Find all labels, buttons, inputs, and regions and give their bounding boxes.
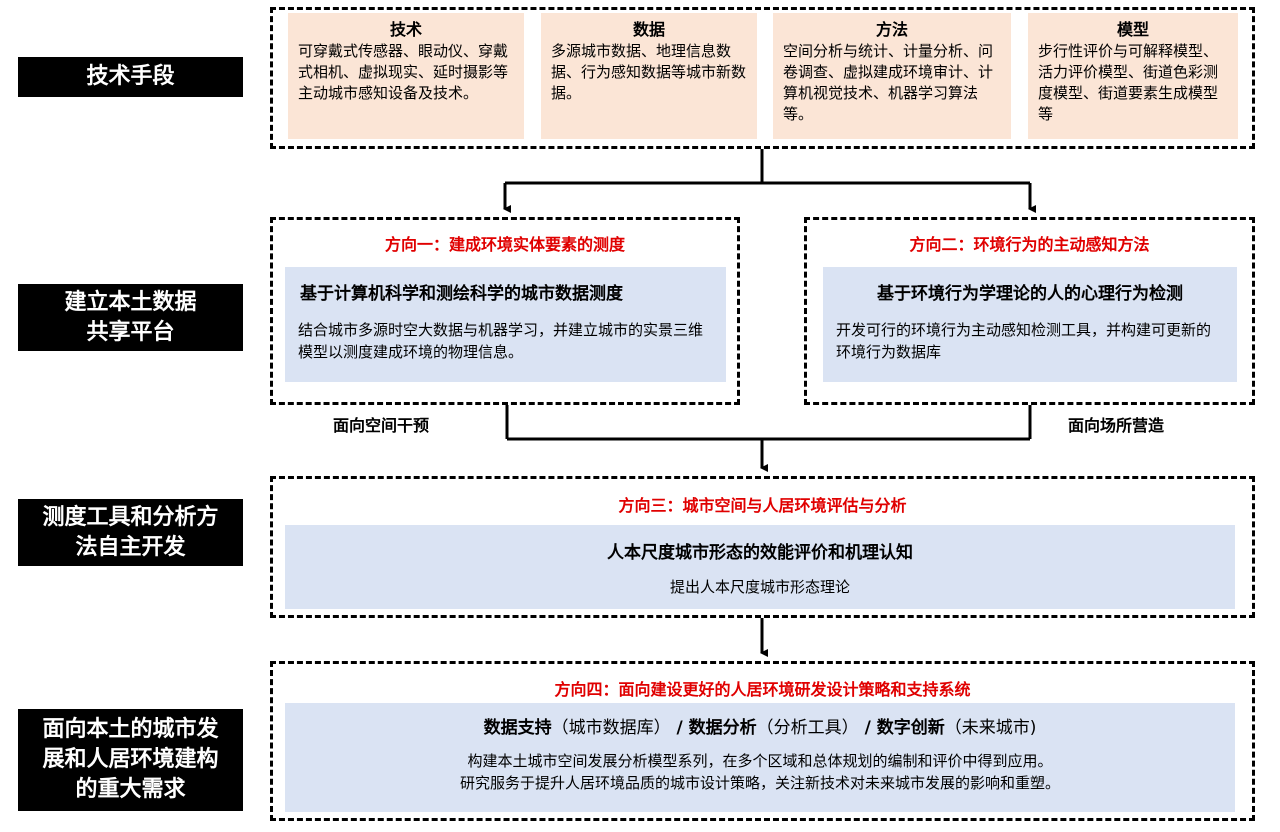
direction1-caption: 面向空间干预 bbox=[333, 416, 430, 435]
data-box: 数据 多源城市数据、地理信息数据、行为感知数据等城市新数据。 bbox=[541, 13, 757, 139]
label-tools-line1: 测度工具和分析方 bbox=[42, 504, 219, 530]
direction4-sep1: / bbox=[670, 718, 689, 738]
tech-means-container bbox=[270, 7, 1255, 149]
tech-box-title: 技术 bbox=[389, 20, 422, 39]
label-major-demand: 面向本土的城市发 展和人居环境建构 的重大需求 bbox=[18, 709, 243, 811]
method-box-desc: 空间分析与统计、计量分析、问卷调查、虚拟建成环境审计、计算机视觉技术、机器学习算… bbox=[783, 42, 994, 123]
direction3-panel: 人本尺度城市形态的效能评价和机理认知 提出人本尺度城市形态理论 bbox=[285, 525, 1235, 609]
direction4-data-support: 数据支持 bbox=[483, 718, 552, 738]
direction4-digital-innovation: 数字创新 bbox=[876, 718, 945, 738]
label-data-platform: 建立本土数据 共享平台 bbox=[18, 284, 243, 351]
direction4-desc2: 研究服务于提升人居环境品质的城市设计策略，关注新技术对未来城市发展的影响和重塑。 bbox=[459, 774, 1060, 792]
direction4-digital-innovation-note: （未来城市) bbox=[944, 718, 1037, 738]
label-tools-methods: 测度工具和分析方 法自主开发 bbox=[18, 499, 243, 566]
direction4-sep2: / bbox=[858, 718, 877, 738]
tech-box: 技术 可穿戴式传感器、眼动仪、穿戴式相机、虚拟现实、延时摄影等主动城市感知设备及… bbox=[288, 13, 524, 139]
direction3-subtitle: 人本尺度城市形态的效能评价和机理认知 bbox=[607, 543, 913, 563]
direction2-subtitle: 基于环境行为学理论的人的心理行为检测 bbox=[877, 284, 1183, 304]
direction4-title: 方向四：面向建设更好的人居环境研发设计策略和支持系统 bbox=[554, 680, 971, 699]
label-demand-line3: 的重大需求 bbox=[75, 776, 186, 802]
direction3-container bbox=[270, 476, 1255, 618]
data-box-desc: 多源城市数据、地理信息数据、行为感知数据等城市新数据。 bbox=[551, 42, 747, 102]
direction2-panel: 基于环境行为学理论的人的心理行为检测 开发可行的环境行为主动感知检测工具，并构建… bbox=[823, 267, 1237, 382]
direction4-container bbox=[270, 661, 1255, 821]
direction4-panel: 数据支持（城市数据库） / 数据分析（分析工具） / 数字创新（未来城市) 构建… bbox=[285, 703, 1235, 812]
direction1-panel: 基于计算机科学和测绘科学的城市数据测度 结合城市多源时空大数据与机器学习，并建立… bbox=[285, 267, 726, 382]
direction1-subtitle: 基于计算机科学和测绘科学的城市数据测度 bbox=[300, 284, 623, 304]
data-box-title: 数据 bbox=[632, 20, 665, 39]
direction4-desc1: 构建本土城市空间发展分析模型系列，在多个区域和总体规划的编制和评价中得到应用。 bbox=[467, 752, 1053, 770]
direction4-data-support-note: （城市数据库） bbox=[551, 718, 671, 738]
direction4-data-analysis-note: （分析工具） bbox=[756, 718, 859, 738]
method-box-title: 方法 bbox=[875, 20, 908, 39]
tech-box-desc: 可穿戴式传感器、眼动仪、穿戴式相机、虚拟现实、延时摄影等主动城市感知设备及技术。 bbox=[298, 42, 509, 102]
direction4-subtitle-row: 数据支持（城市数据库） / 数据分析（分析工具） / 数字创新（未来城市) bbox=[285, 703, 1235, 738]
direction2-title: 方向二：环境行为的主动感知方法 bbox=[909, 235, 1150, 254]
label-demand-line2: 展和人居环境建构 bbox=[42, 747, 219, 773]
direction3-title: 方向三：城市空间与人居环境评估与分析 bbox=[618, 496, 907, 515]
label-tools-line2: 法自主开发 bbox=[75, 534, 186, 560]
direction2-desc: 开发可行的环境行为主动感知检测工具，并构建可更新的环境行为数据库 bbox=[836, 321, 1212, 361]
direction3-desc: 提出人本尺度城市形态理论 bbox=[669, 578, 850, 596]
direction2-caption: 面向场所营造 bbox=[1068, 416, 1165, 435]
model-box-title: 模型 bbox=[1116, 20, 1149, 39]
direction1-container bbox=[270, 217, 740, 405]
label-platform-line1: 建立本土数据 bbox=[64, 289, 197, 315]
direction1-desc: 结合城市多源时空大数据与机器学习，并建立城市的实景三维模型以测度建成环境的物理信… bbox=[298, 321, 704, 361]
label-platform-line2: 共享平台 bbox=[86, 319, 175, 345]
label-tech-text: 技术手段 bbox=[86, 64, 175, 90]
method-box: 方法 空间分析与统计、计量分析、问卷调查、虚拟建成环境审计、计算机视觉技术、机器… bbox=[773, 13, 1011, 139]
model-box: 模型 步行性评价与可解释模型、活力评价模型、街道色彩测度模型、街道要素生成模型等 bbox=[1028, 13, 1238, 139]
direction2-container bbox=[804, 217, 1255, 405]
direction1-title: 方向一：建成环境实体要素的测度 bbox=[384, 235, 625, 254]
model-box-desc: 步行性评价与可解释模型、活力评价模型、街道色彩测度模型、街道要素生成模型等 bbox=[1038, 42, 1219, 123]
label-tech-means: 技术手段 bbox=[18, 57, 243, 97]
label-demand-line1: 面向本土的城市发 bbox=[42, 717, 219, 743]
direction4-data-analysis: 数据分析 bbox=[688, 718, 757, 738]
